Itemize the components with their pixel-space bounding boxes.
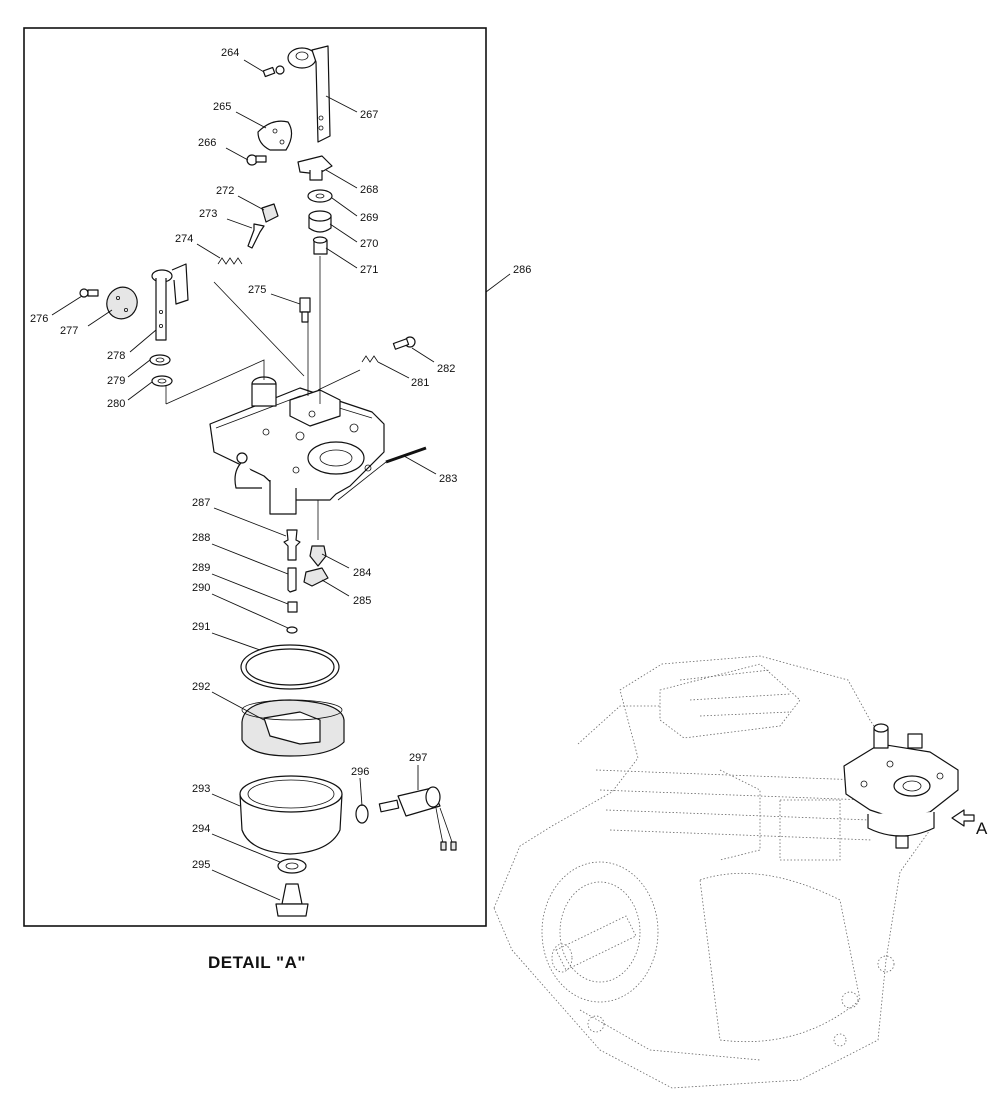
part-295-bolt [275,883,309,917]
callout-283: 283 [439,473,457,485]
callout-264: 264 [221,47,239,59]
callout-284: 284 [353,567,371,579]
callout-294: 294 [192,823,210,835]
part-274-spring [217,257,243,265]
callout-270: 270 [360,238,378,250]
callout-297: 297 [409,752,427,764]
part-289-jet [287,601,298,613]
callout-295: 295 [192,859,210,871]
part-287-jet [283,529,301,561]
callout-279: 279 [107,375,125,387]
callout-271: 271 [360,264,378,276]
part-272-cap [261,203,279,223]
callout-285: 285 [353,595,371,607]
callout-275: 275 [248,284,266,296]
part-297-solenoid [378,786,457,851]
part-283-pin [385,446,427,464]
part-279-washer [149,354,171,366]
callout-276: 276 [30,313,48,325]
callout-266: 266 [198,137,216,149]
callout-267: 267 [360,109,378,121]
view-arrow-icon [951,809,975,827]
part-284-needle [309,545,327,567]
callout-278: 278 [107,350,125,362]
part-296-washer [355,804,369,824]
part-290-oring [286,626,298,634]
engine-carburetor-highlight [843,723,959,849]
part-268-lever [297,155,333,181]
callout-265: 265 [213,101,231,113]
callout-280: 280 [107,398,125,410]
callout-292: 292 [192,681,210,693]
engine-illustration [493,655,975,1089]
part-292-float [241,699,345,757]
exploded-parts [79,45,457,917]
part-270-bushing [308,210,332,233]
part-264-screw [262,65,285,78]
part-282-screw [392,336,416,350]
callout-286: 286 [513,264,531,276]
callout-287: 287 [192,497,210,509]
callout-273: 273 [199,208,217,220]
detail-caption: DETAIL "A" [208,953,306,972]
part-285-clip [303,567,329,587]
callout-272: 272 [216,185,234,197]
part-265-plate [257,120,293,151]
part-269-washer [307,189,333,203]
part-271-seal [312,236,328,255]
callout-293: 293 [192,783,210,795]
callout-296: 296 [351,766,369,778]
callout-282: 282 [437,363,455,375]
part-278-shaft [151,263,189,341]
part-276-screw [79,288,99,298]
part-266-screw [246,154,267,166]
part-291-gasket [240,644,340,690]
callout-291: 291 [192,621,210,633]
carburetor-body [209,376,385,515]
callout-288: 288 [192,532,210,544]
part-294-washer [277,858,307,874]
callout-277: 277 [60,325,78,337]
callout-289: 289 [192,562,210,574]
part-288-jet [287,567,297,593]
part-273-screw [247,223,265,249]
part-293-bowl [239,775,343,855]
part-267-lever [287,45,331,143]
part-275-jet [299,297,311,323]
callout-281: 281 [411,377,429,389]
view-arrow-label: A [976,819,988,838]
detail-frame [23,27,487,927]
part-277-plate [106,286,138,320]
callout-labels: 264 265 266 267 268 269 270 271 272 273 … [30,47,531,871]
part-281-spring [361,355,379,363]
callout-269: 269 [360,212,378,224]
leader-lines [51,59,511,901]
callout-274: 274 [175,233,193,245]
part-280-washer [151,375,173,387]
callout-268: 268 [360,184,378,196]
callout-290: 290 [192,582,210,594]
